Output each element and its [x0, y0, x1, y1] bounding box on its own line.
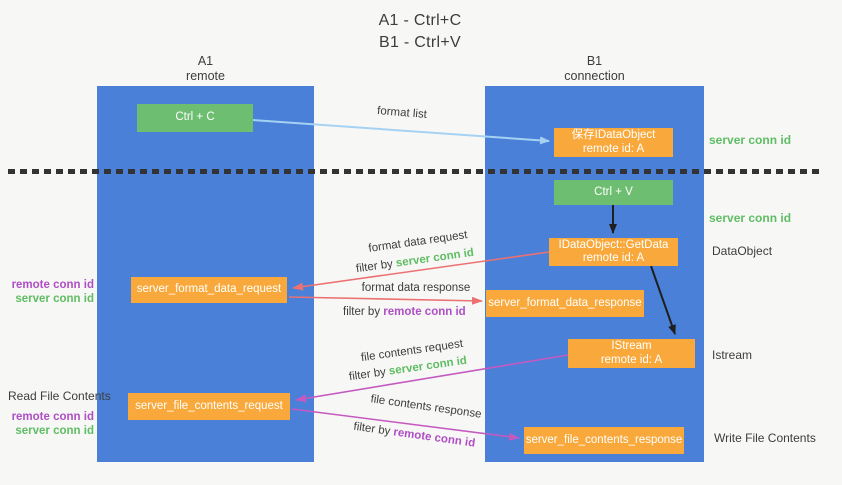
arrow-format-data-response — [288, 296, 483, 305]
node-ctrl-c-label: Ctrl + C — [175, 111, 215, 124]
filter-by-text: filter by — [352, 420, 395, 439]
server-conn-id-text: server conn id — [395, 246, 475, 270]
node-server-format-data-response-label: server_format_data_response — [488, 296, 642, 309]
node-server-format-data-request-label: server_format_data_request — [136, 283, 282, 296]
node-istream-line1: IStream — [611, 340, 652, 352]
label-format-data-response: format data response — [361, 282, 471, 294]
lane-b-name: B1 — [586, 54, 603, 68]
node-save-idataobject-line2: remote id: A — [582, 142, 645, 155]
lane-a-name: A1 — [197, 54, 214, 68]
title-line-2: B1 - Ctrl+V — [379, 34, 461, 51]
filter-by-text: filter by — [348, 365, 390, 384]
label-server-conn-id-right-mid: server conn id — [709, 211, 792, 225]
label-dataobject: DataObject — [712, 244, 773, 258]
remote-conn-id-text: remote conn id — [392, 426, 476, 450]
node-server-file-contents-request: server_file_contents_request — [128, 393, 290, 420]
lane-a-header: A1 remote — [97, 54, 314, 84]
label-format-list: format list — [376, 105, 428, 121]
node-ctrl-v-label: Ctrl + V — [594, 185, 633, 198]
lane-a-subtitle: remote — [186, 69, 225, 83]
node-ctrl-v: Ctrl + V — [554, 180, 673, 205]
node-istream: IStream remote id: A — [568, 339, 695, 368]
label-remote-conn-id-left-2: remote conn id — [11, 411, 94, 423]
node-idataobject-getdata-line1: IDataObject::GetData — [558, 238, 669, 251]
node-server-file-contents-response-label: server_file_contents_response — [525, 433, 683, 446]
remote-conn-id-text: remote conn id — [383, 306, 466, 318]
node-server-file-contents-request-label: server_file_contents_request — [135, 399, 283, 412]
node-server-format-data-request: server_format_data_request — [131, 277, 287, 303]
lane-b-header: B1 connection — [485, 54, 704, 84]
node-server-format-data-response: server_format_data_response — [486, 290, 644, 317]
filter-by-text: filter by — [355, 257, 397, 276]
label-filter-by-remote-conn-id-2: filter by remote conn id — [352, 420, 476, 450]
dotted-divider-line — [8, 169, 824, 174]
node-save-idataobject: 保存IDataObject remote id: A — [554, 128, 673, 157]
node-ctrl-c: Ctrl + C — [137, 104, 253, 132]
node-idataobject-getdata: IDataObject::GetData remote id: A — [549, 238, 678, 266]
label-filter-by-remote-conn-id-1: filter by remote conn id — [343, 306, 466, 318]
filter-by-text: filter by — [343, 306, 384, 318]
title-line-1: A1 - Ctrl+C — [378, 12, 462, 29]
label-remote-conn-id-left-1: remote conn id — [11, 279, 94, 291]
label-server-conn-id-left-2: server conn id — [15, 425, 94, 437]
label-read-file-contents: Read File Contents — [8, 389, 111, 403]
diagram-title: A1 - Ctrl+C B1 - Ctrl+V — [330, 10, 510, 54]
left-conn-id-pair-1: remote conn id server conn id — [8, 278, 94, 306]
label-server-conn-id-right-top: server conn id — [709, 133, 792, 147]
label-server-conn-id-left-1: server conn id — [15, 293, 94, 305]
lane-b-subtitle: connection — [564, 69, 625, 83]
node-server-file-contents-response: server_file_contents_response — [524, 427, 684, 454]
label-istream: Istream — [712, 348, 753, 362]
node-save-idataobject-line1: 保存IDataObject — [571, 129, 656, 141]
label-file-contents-response: file contents response — [369, 393, 483, 421]
left-conn-id-pair-2: remote conn id server conn id — [8, 410, 94, 438]
node-idataobject-getdata-line2: remote id: A — [582, 252, 645, 264]
label-write-file-contents: Write File Contents — [714, 431, 816, 445]
node-istream-line2: remote id: A — [600, 353, 663, 366]
